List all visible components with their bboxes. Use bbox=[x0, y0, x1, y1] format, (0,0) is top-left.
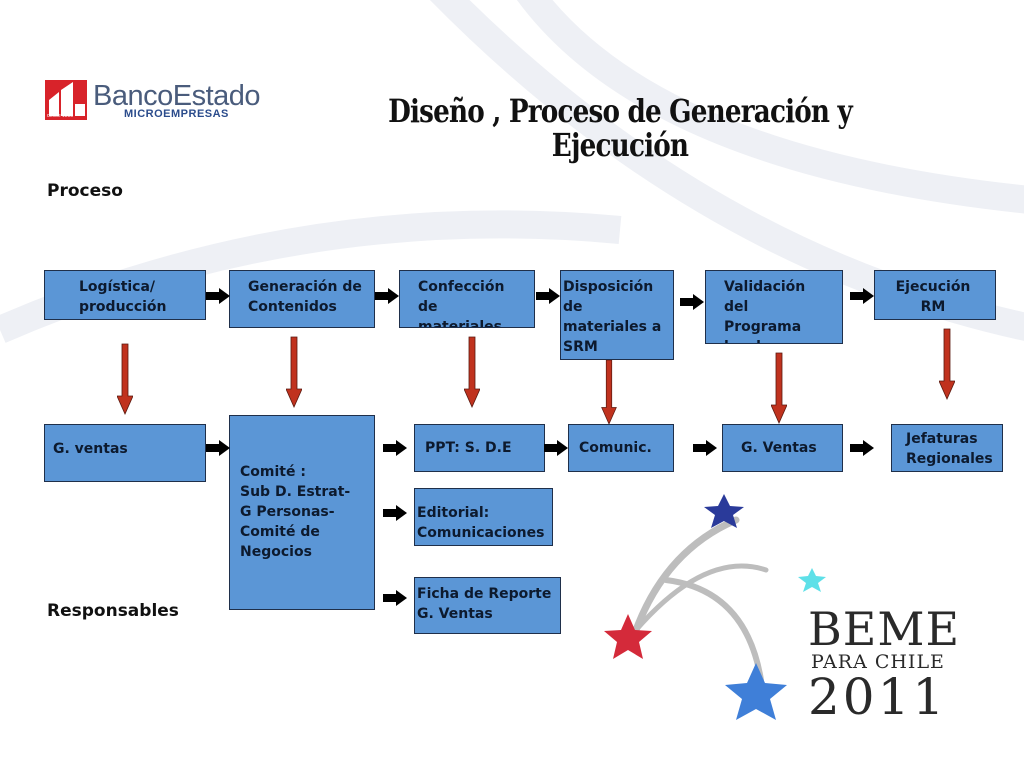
page-title: Diseño , Proceso de Generación y Ejecuci… bbox=[358, 94, 883, 162]
arrow-down-icon bbox=[117, 343, 133, 415]
resp-box-editorial: Editorial: Comunicaciones bbox=[414, 488, 553, 546]
resp-box-ppt: PPT: S. D.E bbox=[414, 424, 545, 472]
arrow-down-icon bbox=[601, 360, 617, 424]
resp-box-comite: Comité : Sub D. Estrat- G Personas- Comi… bbox=[229, 415, 375, 610]
title-line-1: Diseño , Proceso de Generación y bbox=[388, 92, 853, 130]
resp-box-g-ventas-2: G. Ventas bbox=[722, 424, 843, 472]
arrow-right-icon bbox=[383, 440, 407, 456]
arrow-right-icon bbox=[206, 440, 230, 456]
process-box-validacion: Validación del Programa local bbox=[705, 270, 843, 344]
arrow-right-icon bbox=[850, 440, 874, 456]
star-navy-icon bbox=[704, 494, 744, 528]
beme-sub: PARA CHILE bbox=[811, 651, 945, 673]
bancoestado-logo-icon bbox=[45, 80, 87, 120]
process-box-logistica: Logística/ producción bbox=[44, 270, 206, 320]
arrow-right-icon bbox=[206, 288, 230, 304]
arrow-right-icon bbox=[850, 288, 874, 304]
star-blue-icon bbox=[725, 663, 787, 720]
resp-box-jefaturas: Jefaturas Regionales bbox=[891, 424, 1003, 472]
arrow-right-icon bbox=[383, 590, 407, 606]
beme-logo-graphic bbox=[604, 494, 826, 720]
resp-box-ficha: Ficha de Reporte G. Ventas bbox=[414, 577, 561, 634]
resp-box-g-ventas: G. ventas bbox=[44, 424, 206, 482]
title-line-2: Ejecución bbox=[551, 126, 689, 164]
arrow-down-icon bbox=[939, 328, 955, 400]
process-box-ejecucion: Ejecución RM bbox=[874, 270, 996, 320]
arrow-right-icon bbox=[375, 288, 399, 304]
process-box-generacion: Generación de Contenidos bbox=[229, 270, 375, 328]
process-box-confeccion: Confección de materiales bbox=[399, 270, 535, 328]
process-box-disposicion: Disposición de materiales a SRM bbox=[560, 270, 674, 360]
arrow-right-icon bbox=[680, 294, 704, 310]
beme-word: BEME bbox=[808, 602, 961, 656]
arrow-down-icon bbox=[464, 336, 480, 408]
arrow-right-icon bbox=[536, 288, 560, 304]
label-responsables: Responsables bbox=[47, 601, 179, 621]
label-proceso: Proceso bbox=[47, 181, 123, 201]
star-red-icon bbox=[604, 614, 652, 659]
arrow-down-icon bbox=[286, 336, 302, 408]
beme-year: 2011 bbox=[808, 668, 948, 726]
logo-tag: desde 1855 bbox=[47, 113, 74, 119]
arrow-right-icon bbox=[383, 505, 407, 521]
resp-box-comunic: Comunic. bbox=[568, 424, 674, 472]
arrow-right-icon bbox=[693, 440, 717, 456]
star-cyan-icon bbox=[798, 568, 826, 592]
arrow-down-icon bbox=[771, 352, 787, 424]
arrow-right-icon bbox=[544, 440, 568, 456]
logo-sub: MICROEMPRESAS bbox=[124, 108, 229, 120]
logo-brand: BancoEstado bbox=[93, 80, 261, 112]
